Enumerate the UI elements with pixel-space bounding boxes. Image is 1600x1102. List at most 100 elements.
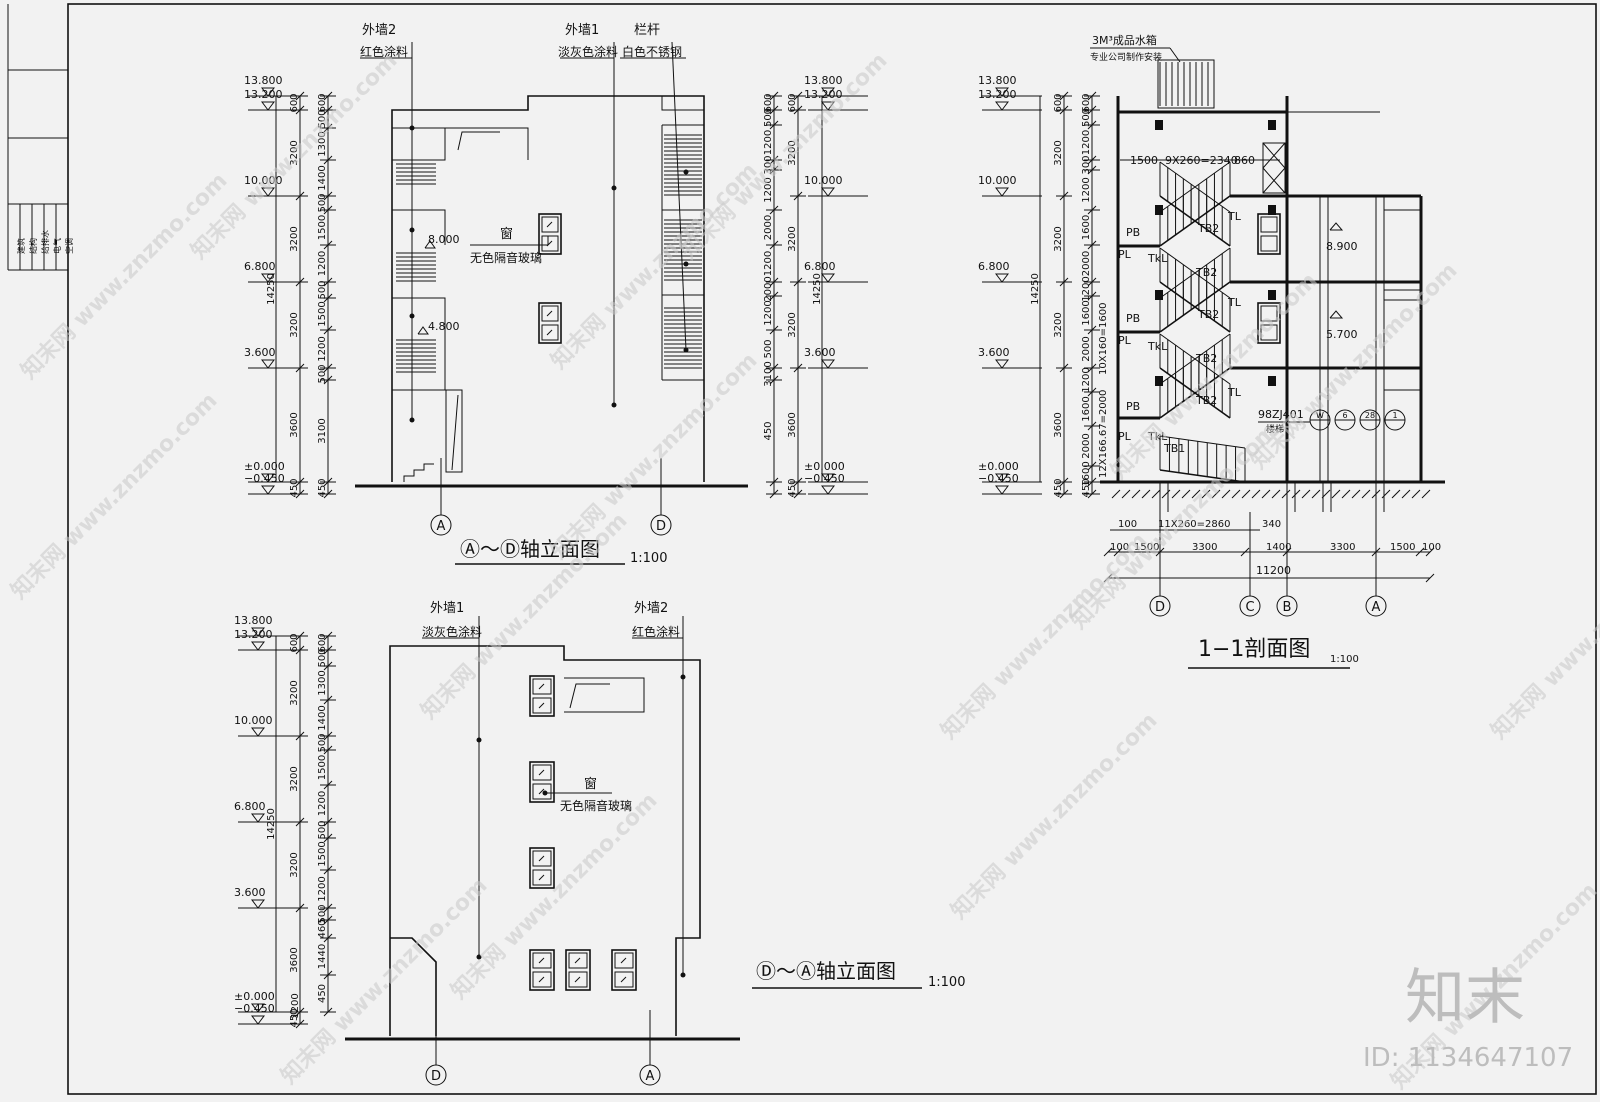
callout-rail-name: 栏杆: [634, 23, 660, 38]
da-level-5: ±0.000: [234, 990, 275, 1003]
ad-left-level-2: 10.000: [244, 174, 283, 187]
sec-window-1: [1257, 302, 1281, 344]
sec-label-3: TB2: [1195, 266, 1217, 279]
id-text: ID: 1134647107: [1363, 1043, 1573, 1073]
ad-right-outer-4: 1200: [763, 177, 774, 202]
sec-label-14: TkL: [1147, 430, 1168, 443]
axis-a-bubble-2: A: [646, 1069, 655, 1084]
da-inner-3: 3200: [289, 852, 300, 877]
watermark-4: 知末网 www.znzmo.com: [6, 388, 223, 605]
elevation-a-d: 外墙2 红色涂料 外墙1 淡灰色涂料 栏杆 白色不锈钢 窗 无色隔音玻璃 8.0…: [244, 23, 868, 566]
sec-outer-5: 1600: [1081, 215, 1092, 240]
title-row-3: 给排水: [40, 230, 50, 254]
sec-label-16: TL: [1227, 386, 1242, 399]
ad-right-level-2: 10.000: [804, 174, 843, 187]
sec-level-6: −0.450: [978, 472, 1019, 485]
ad-right-total: 14250: [812, 273, 823, 305]
da-window-4: [565, 949, 591, 991]
floor-level-5700: 5.700: [1326, 328, 1358, 341]
callout-wall2-desc-2: 红色涂料: [632, 624, 680, 639]
watermark-0: 知末网 www.znzmo.com: [16, 168, 233, 385]
sec-inner-5: 450: [1053, 478, 1064, 497]
sec-bottom-2-0: 100: [1110, 542, 1129, 553]
sec-label-7: PL: [1118, 334, 1132, 347]
da-level-2: 10.000: [234, 714, 273, 727]
sec-label-13: PL: [1118, 430, 1132, 443]
ad-right-outer-7: 2000: [763, 276, 774, 301]
da-outer-4: 500: [317, 733, 328, 752]
sec-inner-1: 3200: [1053, 140, 1064, 165]
mid-level-8000: 8.000: [428, 233, 460, 246]
sec-outer-13: 1600: [1081, 461, 1092, 486]
ad-left-outer-3: 1400: [317, 165, 328, 190]
ad-right-inner-5: 450: [787, 478, 798, 497]
ad-right-outer-11: 450: [763, 421, 774, 440]
da-level-1: 13.200: [234, 628, 273, 641]
sec-label-17: TB1: [1163, 442, 1185, 455]
da-inner-4: 3600: [289, 947, 300, 972]
sec-label-2: TkL: [1147, 252, 1168, 265]
ad-left-outer-6: 1200: [317, 251, 328, 276]
da-inner-2: 3200: [289, 766, 300, 791]
title-block: 建筑 结构 给排水 电气 空调: [7, 4, 74, 271]
sec-outer-12: 2000: [1081, 433, 1092, 458]
callout-wall1-desc-2: 淡灰色涂料: [422, 624, 482, 639]
sec-outer-0: 600: [1081, 93, 1092, 112]
sec-outer-1: 500: [1081, 108, 1092, 127]
ad-left-inner-1: 3200: [289, 140, 300, 165]
sec-bottom-2-3: 1400: [1266, 542, 1291, 553]
section-title: 1−1剖面图: [1198, 637, 1310, 662]
ad-left-outer-2: 1300: [317, 131, 328, 156]
sec-level-3: 6.800: [978, 260, 1010, 273]
ad-right-level-4: 3.600: [804, 346, 836, 359]
ad-left-level-3: 6.800: [244, 260, 276, 273]
sec-bottom-2-1: 1500: [1134, 542, 1159, 553]
ad-left-inner-5: 450: [289, 478, 300, 497]
watermark-2: 知末网 www.znzmo.com: [546, 158, 763, 375]
ref-circle-text-0: W: [1316, 411, 1324, 420]
ad-right-inner-2: 3200: [787, 226, 798, 251]
sec-label-9: TB2: [1195, 352, 1217, 365]
title-row-1: 建筑: [16, 238, 26, 254]
ad-right-level-6: −0.450: [804, 472, 845, 485]
title-row-2: 结构: [28, 238, 38, 254]
ad-right-outer-0: 600: [763, 93, 774, 112]
stair-riser-2: 12X166.67=2000: [1098, 390, 1109, 478]
sec-label-11: TB2: [1197, 308, 1219, 321]
callout-wall2-name-2: 外墙2: [634, 601, 668, 616]
title-row-5: 空调: [64, 238, 74, 254]
sec-axis-text-A: A: [1372, 600, 1381, 615]
stair-dim-1500: 1500: [1130, 154, 1158, 167]
stair-dim-860: 860: [1234, 154, 1255, 167]
ad-left-outer-1: 500: [317, 109, 328, 128]
sec-label-15: TB2: [1195, 394, 1217, 407]
callout-rail-desc: 白色不锈钢: [622, 44, 682, 59]
stair-dim-treads: 9X260=2340: [1165, 154, 1238, 167]
ad-left-outer-12: 450: [317, 478, 328, 497]
elevation-d-a-scale: 1:100: [928, 975, 965, 990]
watermark-11: 知末网 www.znzmo.com: [1486, 528, 1600, 745]
section-1-1: 3M³成品水箱 专业公司制作安装 1500 9X260=2340 860 10X…: [978, 33, 1445, 669]
sec-outer-10: 1200: [1081, 367, 1092, 392]
section-scale: 1:100: [1330, 654, 1359, 665]
window-desc-2: 无色隔音玻璃: [560, 798, 632, 813]
sec-outer-14: 450: [1081, 478, 1092, 497]
ad-left-inner-2: 3200: [289, 226, 300, 251]
sec-axis-A: [1365, 595, 1387, 617]
ad-right-level-5: ±0.000: [804, 460, 845, 473]
ad-left-outer-7: 500: [317, 280, 328, 299]
ad-window-1: [538, 302, 562, 344]
sec-outer-7: 1200: [1081, 276, 1092, 301]
da-outer-8: 1500: [317, 841, 328, 866]
watermark-15: 知末网 www.znzmo.com: [946, 708, 1163, 925]
da-inner-1: 3200: [289, 680, 300, 705]
ad-left-total: 14250: [266, 273, 277, 305]
window-desc: 无色隔音玻璃: [470, 250, 542, 265]
sec-axis-B: [1276, 595, 1298, 617]
da-inner-1200: 1200: [290, 993, 301, 1018]
sec-level-1: 13.200: [978, 88, 1017, 101]
sec-axis-D: [1149, 595, 1171, 617]
sec-label-4: TL: [1227, 210, 1242, 223]
sec-inner-0: 600: [1053, 93, 1064, 112]
